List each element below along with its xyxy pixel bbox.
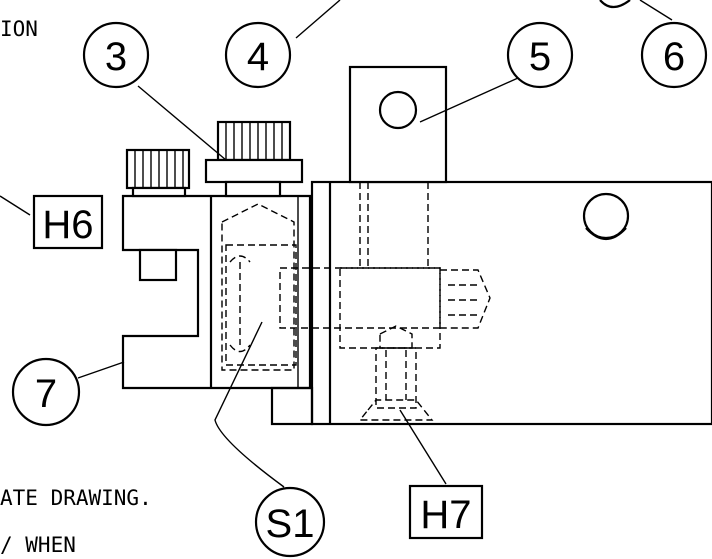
balloon-s1-text: S1 — [266, 502, 315, 546]
note-bottom-line2: / WHEN — [0, 533, 76, 557]
balloon-7: 7 — [11, 357, 81, 427]
label-h7-text: H7 — [420, 493, 471, 537]
label-h7: H7 — [408, 484, 484, 540]
balloon-5: 5 — [506, 21, 574, 89]
leader-lines — [0, 0, 673, 488]
knurled-screw-center — [204, 120, 304, 198]
note-top-left: ION — [0, 17, 38, 41]
balloon-5-text: 5 — [529, 35, 551, 79]
balloon-3-text: 3 — [105, 35, 127, 79]
balloon-7-text: 7 — [35, 372, 57, 416]
knurled-screw-left — [125, 148, 191, 282]
label-h6: H6 — [32, 194, 104, 250]
pin-block — [348, 65, 448, 184]
balloon-4: 4 — [224, 21, 292, 89]
note-bottom-line1: ATE DRAWING. — [0, 486, 152, 510]
balloon-6-text: 6 — [663, 35, 685, 79]
balloon-6: 6 — [640, 21, 708, 89]
balloon-3: 3 — [82, 21, 150, 89]
hidden-features — [221, 182, 491, 421]
label-h6-text: H6 — [42, 203, 93, 247]
clamp-bracket — [121, 194, 312, 390]
balloon-s1: S1 — [254, 486, 326, 558]
balloon-4-text: 4 — [247, 35, 269, 79]
main-block — [270, 180, 712, 426]
